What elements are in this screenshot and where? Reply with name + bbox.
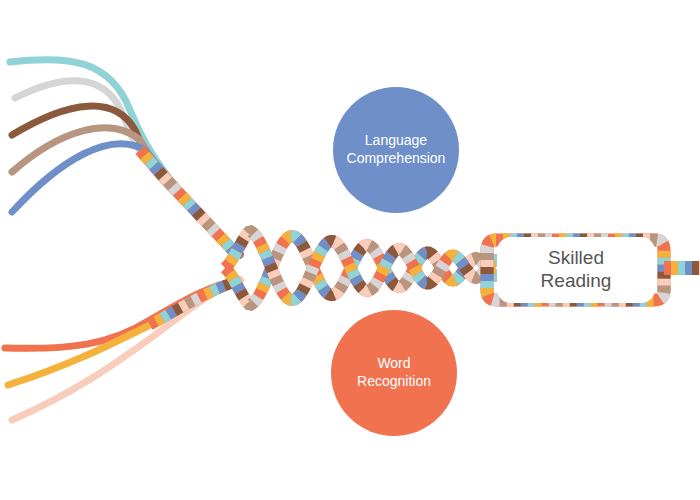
rope-strand xyxy=(8,280,240,385)
braided-strand xyxy=(664,261,700,275)
braid-twist xyxy=(664,261,700,275)
braid-twist xyxy=(225,232,499,300)
braid-twist xyxy=(150,280,240,325)
braid-twist xyxy=(140,150,240,258)
node-label: Skilled Reading xyxy=(521,247,631,293)
braid-twist xyxy=(225,232,499,300)
braid-twist xyxy=(150,280,240,325)
braid-twist xyxy=(150,280,240,325)
braid-twist xyxy=(140,150,240,258)
braid-twist xyxy=(664,261,700,275)
braided-strand xyxy=(150,280,240,325)
braid-twist xyxy=(225,232,499,300)
braid-twist xyxy=(150,280,240,325)
braid-twist xyxy=(140,150,240,258)
topic-circle: Word Recognition xyxy=(331,310,457,436)
rope-strand xyxy=(12,144,240,255)
rope-strand xyxy=(12,106,240,255)
braid-twist xyxy=(150,280,240,325)
braid-twist xyxy=(140,150,240,258)
braid-twist xyxy=(225,232,499,300)
rope-strand xyxy=(12,128,240,255)
braided-strand xyxy=(140,150,240,258)
topic-circle: Language Comprehension xyxy=(333,87,459,213)
braid-twist xyxy=(140,150,240,258)
braid-twist xyxy=(664,261,700,275)
braid-twist xyxy=(150,280,240,325)
braid-twist xyxy=(664,261,700,275)
braid-twist xyxy=(664,261,700,275)
braid-twist xyxy=(140,150,240,258)
braid-twist xyxy=(225,232,499,300)
braid-twist xyxy=(140,150,240,258)
rope-strand xyxy=(12,280,240,420)
braid-twist xyxy=(150,280,240,325)
braid-twist xyxy=(664,261,700,275)
braid-twist xyxy=(225,232,499,300)
node-label: Word Recognition xyxy=(341,355,447,390)
braided-strand xyxy=(225,232,499,300)
braid-twist xyxy=(664,261,700,275)
node-label: Language Comprehension xyxy=(343,132,449,167)
result-box: Skilled Reading xyxy=(497,237,655,303)
braid-twist xyxy=(225,232,499,300)
